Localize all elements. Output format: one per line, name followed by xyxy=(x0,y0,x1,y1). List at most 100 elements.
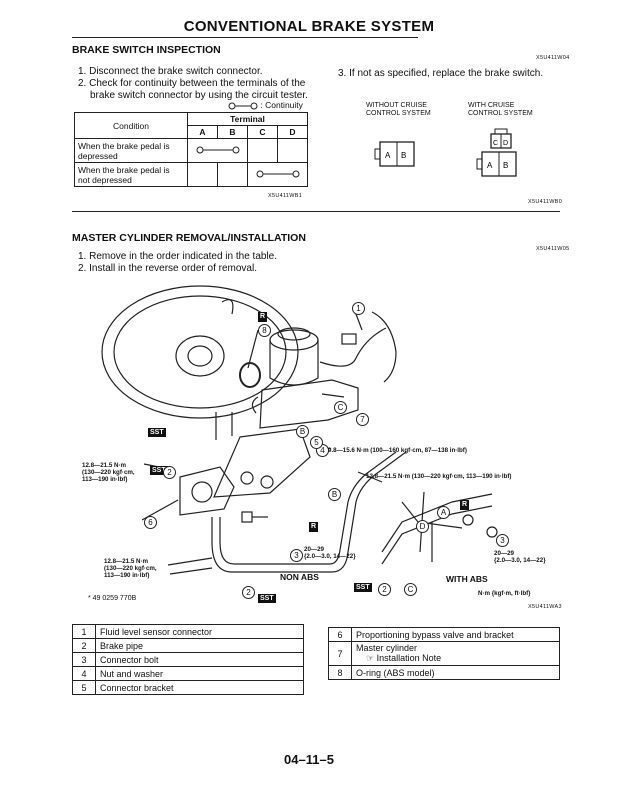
part-name: Proportioning bypass valve and bracket xyxy=(351,627,560,642)
continuity-ab-icon xyxy=(196,146,239,153)
torque-lower-1: 12.8—21.5 N·m xyxy=(104,558,149,565)
without-cruise-line2: CONTROL SYSTEM xyxy=(366,110,431,117)
row-not-depressed-line2: not depressed xyxy=(78,174,132,185)
part-number: 3 xyxy=(72,652,96,667)
torque-lower-2: (130—220 kgf·cm, xyxy=(104,565,157,572)
page-title: CONVENTIONAL BRAKE SYSTEM xyxy=(183,18,435,35)
mc-step-1: 1. Remove in the order indicated in the … xyxy=(78,251,278,262)
part-name: Connector bracket xyxy=(95,680,304,695)
brake-switch-code: X5U411W04 xyxy=(536,55,570,61)
row-not-depressed-line1: When the brake pedal is xyxy=(78,164,170,175)
with-abs-label: WITH ABS xyxy=(446,574,488,584)
connector-with-cruise-icon: C D A B xyxy=(476,128,517,177)
master-cylinder-heading: MASTER CYLINDER REMOVAL/INSTALLATION xyxy=(72,232,306,244)
conn2-d: D xyxy=(503,140,508,147)
row-depressed-line1: When the brake pedal is xyxy=(78,140,170,151)
torque-nut: 9.8—15.6 N·m (100—160 kgf·cm, 87—138 in·… xyxy=(328,447,467,454)
torque-left: 12.8—21.5 N·m (130—220 kgf·cm, 113—190 i… xyxy=(82,462,135,483)
without-cruise-line1: WITHOUT CRUISE xyxy=(366,102,427,109)
part-name: Connector bolt xyxy=(95,652,304,667)
torque-small-right: 20—29 {2.0—3.0, 14—22} xyxy=(494,550,546,564)
sst-marker-3: SST xyxy=(258,594,276,603)
continuity-cd-icon xyxy=(256,170,299,177)
row-depressed-line2: depressed xyxy=(78,150,118,161)
torque-small-2: {2.0—3.0, 14—22} xyxy=(304,553,356,560)
part-name: Nut and washer xyxy=(95,666,304,681)
torque-small-right-1: 20—29 xyxy=(494,550,514,557)
part-name: O-ring (ABS model) xyxy=(351,665,560,680)
non-abs-label: NON ABS xyxy=(280,572,319,582)
brake-switch-heading: BRAKE SWITCH INSPECTION xyxy=(72,44,221,56)
condition-header: Condition xyxy=(74,112,188,139)
part-name: Fluid level sensor connector xyxy=(95,624,304,639)
torque-lower: 12.8—21.5 N·m (130—220 kgf·cm, 113—190 i… xyxy=(104,558,157,579)
r-marker-oring: R xyxy=(258,312,267,322)
conn2-c: C xyxy=(493,140,498,147)
conn2-b: B xyxy=(503,161,508,170)
torque-left-2: (130—220 kgf·cm, xyxy=(82,469,135,476)
part-name: Master cylinder☞ Installation Note xyxy=(351,641,560,666)
master-cylinder-exploded-diagram xyxy=(101,285,498,575)
page-number: 04–11–5 xyxy=(284,752,334,767)
row-depressed: When the brake pedal is depressed xyxy=(74,138,188,163)
master-cylinder-code: X5U411W05 xyxy=(536,246,570,252)
torque-left-3: 113—190 in·lbf) xyxy=(82,476,128,483)
letter-d: D xyxy=(416,520,429,533)
conn1-b: B xyxy=(401,151,406,160)
continuity-cd xyxy=(247,162,308,187)
callout-2-left: 2 xyxy=(163,466,176,479)
connector-figure-code: X5U411WB0 xyxy=(528,199,563,205)
brake-booster-illustration xyxy=(101,285,299,419)
torque-small-right-2: {2.0—3.0, 14—22} xyxy=(494,557,546,564)
callout-2-nonabs: 2 xyxy=(242,586,255,599)
part-name: Brake pipe xyxy=(95,638,304,653)
part-number: 5 xyxy=(72,680,96,695)
step-2: 2. Check for continuity between the term… xyxy=(78,78,306,89)
pbv-bracket-illustration xyxy=(213,428,311,498)
callout-7: 7 xyxy=(356,413,369,426)
title-rule xyxy=(72,37,418,38)
part-number: 8 xyxy=(328,665,352,680)
part-number: 4 xyxy=(72,666,96,681)
continuity-ab xyxy=(187,138,248,163)
sst-part-number: * 49 0259 770B xyxy=(88,595,137,602)
r-marker-nonabs: R xyxy=(309,522,318,532)
sst-marker-4: SST xyxy=(354,583,372,592)
without-cruise-label: WITHOUT CRUISE CONTROL SYSTEM xyxy=(366,102,431,118)
callout-6: 6 xyxy=(144,516,157,529)
r-marker-abs: R xyxy=(460,500,469,510)
section-rule xyxy=(72,211,560,212)
with-cruise-line1: WITH CRUISE xyxy=(468,102,515,109)
diagram-code: X5U411WA3 xyxy=(528,604,562,610)
callout-3-abs: 3 xyxy=(496,534,509,547)
terminal-b: B xyxy=(217,125,248,139)
with-cruise-line2: CONTROL SYSTEM xyxy=(468,110,533,117)
callout-5: 5 xyxy=(310,436,323,449)
terminal-table: Condition Terminal A B C D When the brak… xyxy=(74,112,308,187)
continuity-icon xyxy=(228,102,258,110)
brake-pipe-non-abs-illustration xyxy=(211,451,407,573)
callout-1: 1 xyxy=(352,302,365,315)
letter-c-lower: C xyxy=(404,583,417,596)
conn1-a: A xyxy=(385,151,391,160)
mc-step-2: 2. Install in the reverse order of remov… xyxy=(78,263,257,274)
letter-c: C xyxy=(334,401,347,414)
torque-small-1: 20—29 xyxy=(304,546,324,553)
step-1: 1. Disconnect the brake switch connector… xyxy=(78,66,263,77)
o-ring-illustration xyxy=(239,362,261,388)
brake-switch-steps: 1. Disconnect the brake switch connector… xyxy=(78,66,318,102)
continuity-legend: : Continuity xyxy=(228,100,303,110)
terminal-a: A xyxy=(187,125,218,139)
master-cylinder-body-illustration xyxy=(259,379,359,429)
installation-note: ☞ Installation Note xyxy=(366,653,442,663)
callout-3-nonabs: 3 xyxy=(290,549,303,562)
letter-a: A xyxy=(437,506,450,519)
